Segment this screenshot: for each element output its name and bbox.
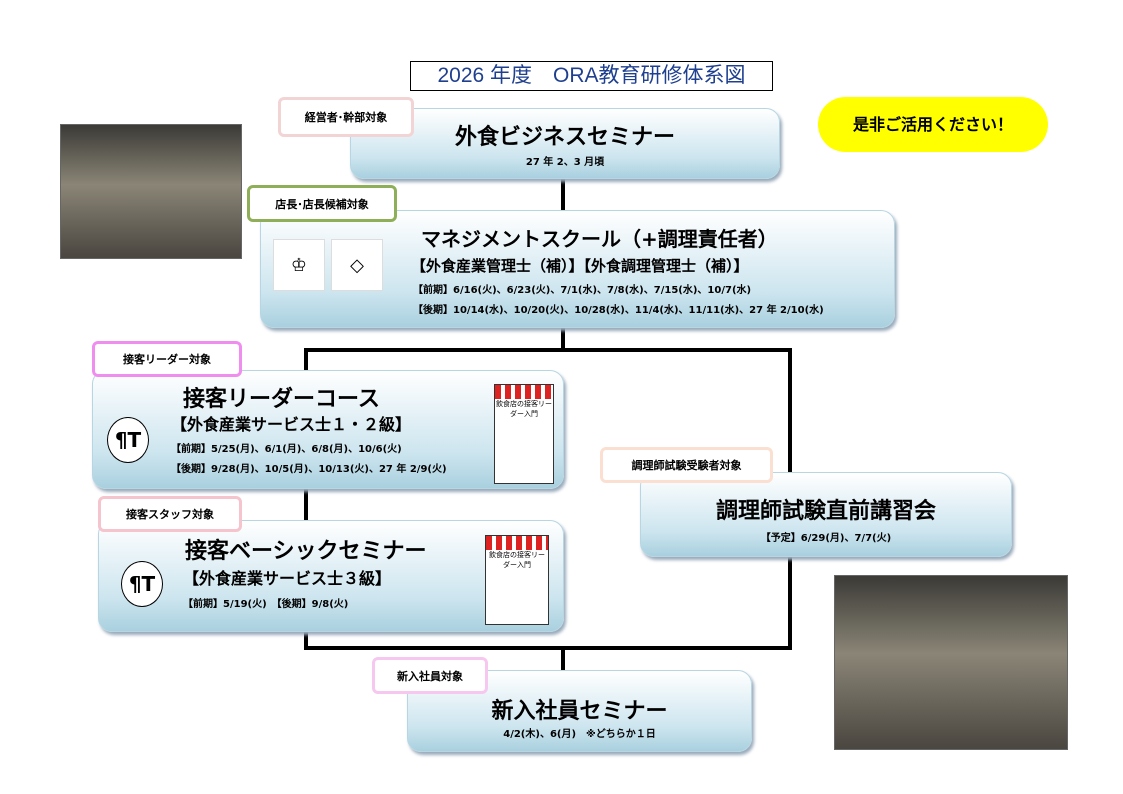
seminar-photo: [60, 124, 242, 259]
course-box-service-basic: ¶T 接客ベーシックセミナー 【外食産業サービス士３級】 【前期】5/19(火)…: [98, 520, 564, 632]
certification-logo-icon: ◇: [331, 239, 383, 291]
target-tag: 調理師試験受験者対象: [600, 447, 773, 483]
course-name: 接客リーダーコース: [183, 387, 380, 412]
course-box-service-leader: ¶T 接客リーダーコース 【外食産業サービス士１・２級】 【前期】5/25(月)…: [92, 370, 564, 489]
book-title: 飲食店の接客リーダー入門: [489, 551, 545, 569]
course-dates: 【予定】6/29(月)、7/7(火): [760, 533, 892, 544]
course-dates: 27 年 2、3 月頃: [525, 157, 605, 168]
course-box-cook-exam-prep: 調理師試験直前講習会 【予定】6/29(月)、7/7(火): [640, 472, 1012, 557]
connector-line: [304, 646, 792, 650]
connector-line: [561, 646, 565, 672]
instructor-icon: ¶T: [121, 561, 163, 607]
seminar-photo: [834, 575, 1068, 750]
course-name: マネジメントスクール（+調理責任者）: [421, 227, 778, 251]
course-dates: 【前期】5/19(火) 【後期】9/8(火): [183, 599, 349, 610]
connector-line: [561, 326, 565, 350]
connector-line: [304, 348, 792, 352]
course-dates: 【前期】6/16(火)、6/23(火)、7/1(水)、7/8(水)、7/15(水…: [413, 285, 752, 296]
course-dates: 4/2(木)、6(月) ※どちらか１日: [503, 729, 656, 740]
course-certification: 【外食産業管理士（補）】【外食調理管理士（補）】: [411, 257, 749, 275]
target-tag: 店長･店長候補対象: [247, 185, 397, 222]
course-name: 接客ベーシックセミナー: [185, 539, 427, 564]
connector-line: [304, 348, 308, 650]
callout-badge: 是非ご活用ください！: [818, 97, 1048, 152]
textbook-cover-image: 飲食店の接客リーダー入門: [494, 384, 554, 484]
course-dates: 【後期】9/28(月)、10/5(月)、10/13(火)、27 年 2/9(火): [171, 464, 447, 475]
target-tag: 接客リーダー対象: [92, 341, 242, 377]
course-box-management-school: ♔ ◇ マネジメントスクール（+調理責任者） 【外食産業管理士（補）】【外食調理…: [260, 210, 895, 328]
page-title: 2026 年度 ORA教育研修体系図: [410, 61, 773, 91]
book-title: 飲食店の接客リーダー入門: [496, 400, 552, 418]
course-dates: 【後期】10/14(水)、10/20(火)、10/28(水)、11/4(水)、1…: [413, 305, 824, 316]
target-tag: 新入社員対象: [372, 657, 488, 694]
connector-line: [561, 177, 565, 211]
certification-logo-icon: ♔: [273, 239, 325, 291]
course-name: 新入社員セミナー: [491, 699, 668, 724]
course-dates: 【前期】5/25(月)、6/1(月)、6/8(月)、10/6(火): [171, 444, 402, 455]
course-certification: 【外食産業サービス士１・２級】: [171, 415, 412, 434]
instructor-icon: ¶T: [107, 417, 149, 463]
target-tag: 接客スタッフ対象: [98, 496, 242, 532]
course-name: 調理師試験直前講習会: [715, 499, 936, 524]
course-certification: 【外食産業サービス士３級】: [183, 569, 392, 588]
target-tag: 経営者･幹部対象: [278, 97, 414, 137]
textbook-cover-image: 飲食店の接客リーダー入門: [485, 535, 549, 625]
course-box-business-seminar: 外食ビジネスセミナー 27 年 2、3 月頃: [350, 108, 780, 179]
course-name: 外食ビジネスセミナー: [454, 125, 675, 150]
